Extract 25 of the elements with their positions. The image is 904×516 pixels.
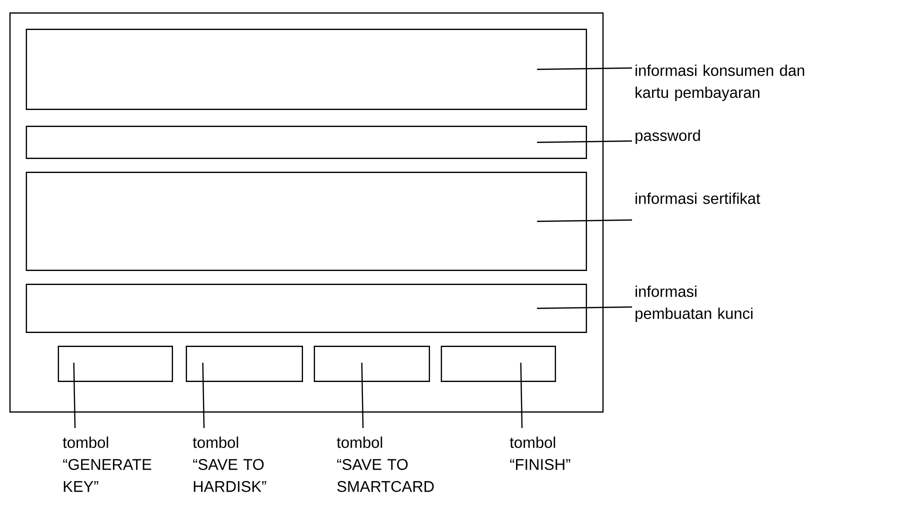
callout-label: informasi pembuatan kunci [636, 286, 752, 322]
leader-line [361, 362, 364, 428]
text-panel [26, 172, 587, 271]
leader-line [537, 306, 632, 309]
text-panel [26, 28, 587, 110]
leader-line [537, 219, 632, 222]
button-box [314, 346, 430, 382]
leader-line [73, 362, 76, 428]
leader-line [537, 67, 632, 70]
text-panel [26, 284, 587, 333]
button-box [58, 346, 173, 382]
text-panel [26, 126, 587, 159]
callout-label: password [636, 130, 700, 144]
button-box [186, 346, 304, 382]
callout-label: tombol “SAVE TO SMARTCARD [336, 436, 434, 492]
leader-line [202, 362, 205, 428]
callout-label: informasi konsumen dan kartu pembayaran [636, 64, 804, 102]
leader-line [520, 362, 523, 428]
callout-label: tombol “GENERATE KEY” [62, 436, 152, 492]
callout-label: tombol “FINISH” [510, 436, 570, 470]
callout-label: tombol “SAVE TO HARDISK” [192, 436, 266, 492]
leader-line [537, 140, 632, 143]
window-frame [9, 12, 604, 413]
button-box [440, 346, 556, 382]
callout-label: informasi sertifikat [636, 192, 760, 204]
